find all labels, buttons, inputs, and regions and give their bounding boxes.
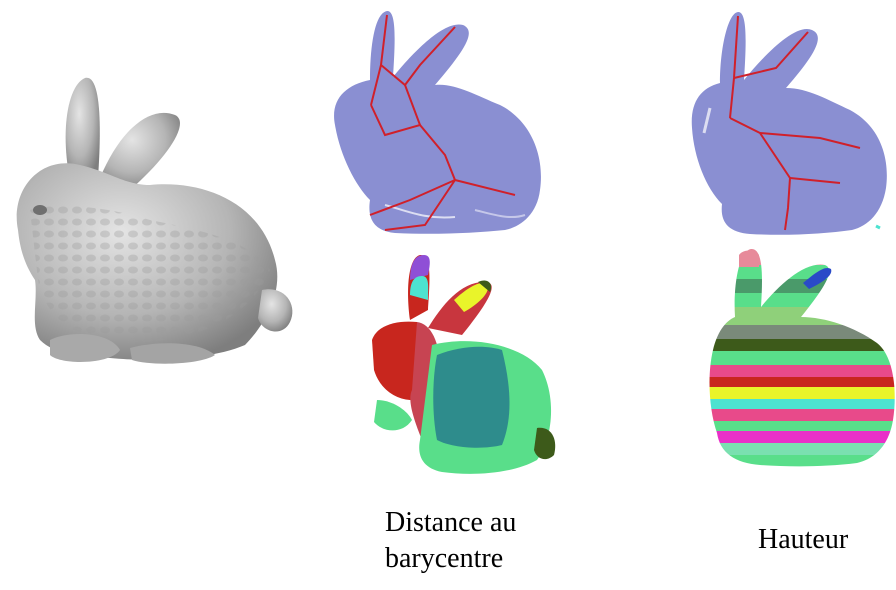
caption-distance-barycentre: Distance au barycentre (385, 505, 516, 577)
skeleton-hauteur-panel (690, 8, 890, 240)
segment-core-teal (433, 347, 509, 448)
segment-tail (534, 428, 555, 459)
caption-hauteur: Hauteur (758, 522, 848, 558)
bunny-mesh-svg (0, 60, 300, 380)
skeleton-barycentre-panel (325, 5, 555, 245)
segmentation-hauteur-panel (705, 245, 896, 470)
bunny-silhouette (334, 11, 541, 234)
caption-distance-line2: barycentre (385, 541, 516, 577)
caption-hauteur-line1: Hauteur (758, 522, 848, 558)
skeleton-hauteur-svg (690, 8, 890, 240)
bunny-mesh-render (0, 60, 300, 380)
caption-distance-line1: Distance au (385, 505, 516, 541)
height-bands (705, 245, 896, 470)
skeleton-barycentre-svg (325, 5, 555, 245)
segmentation-barycentre-panel (362, 250, 562, 478)
segmentation-barycentre-svg (362, 250, 562, 478)
segmentation-hauteur-svg (705, 245, 896, 470)
